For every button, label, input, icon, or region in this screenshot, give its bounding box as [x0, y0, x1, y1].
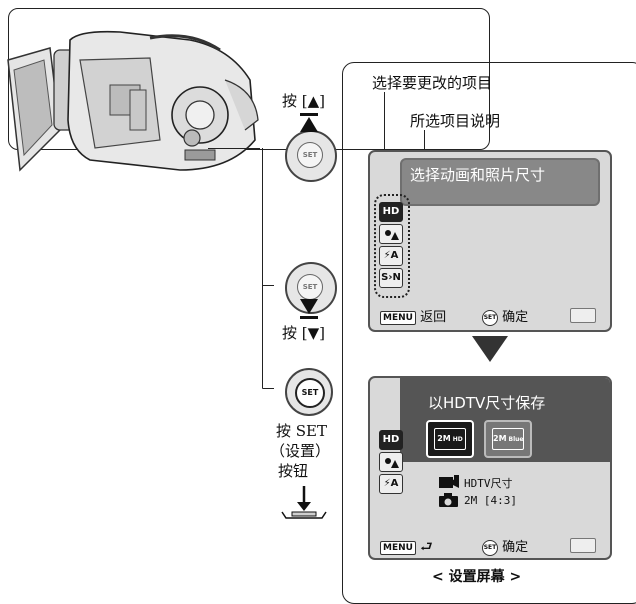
info-hdtv-size: HDTV尺寸	[464, 477, 513, 490]
selection-highlight	[374, 194, 410, 298]
photo-camera-icon	[439, 493, 458, 507]
battery-icon	[570, 308, 596, 323]
ok-hint: SET 确定	[482, 306, 528, 326]
screen-caption: < 设置屏幕 >	[432, 569, 522, 585]
description-box: 选择动画和照片尺寸	[400, 158, 600, 206]
connector-line-h	[208, 148, 260, 149]
description-text: 选择动画和照片尺寸	[410, 166, 546, 184]
connector-tick-2	[262, 388, 274, 389]
press-up-label: 按 [▲]	[282, 92, 326, 110]
connector-tick-1	[262, 285, 274, 286]
press-set-label: 按 SET	[276, 422, 327, 440]
outer-frame	[8, 8, 490, 150]
pointer-line-2	[424, 130, 425, 166]
resolution-hd-icon[interactable]: HD	[379, 202, 403, 222]
menu-key-icon: MENU	[380, 540, 416, 555]
scene-select-icon[interactable]	[379, 224, 403, 244]
press-down-label: 按 [▼]	[282, 324, 326, 342]
ok-label: 确定	[502, 310, 529, 325]
set-button-label: SET	[295, 378, 325, 408]
camera-illustration	[7, 30, 259, 172]
ok-label: 确定	[502, 540, 529, 555]
connector-line-v	[262, 148, 263, 388]
down-arrow-icon	[300, 299, 318, 319]
resolution-hd-icon[interactable]: HD	[379, 430, 403, 450]
info-photo-size: 2M [4:3]	[464, 494, 517, 507]
up-arrow-icon	[300, 113, 318, 132]
back-hint: MENU ⮐	[380, 536, 433, 558]
dial-up[interactable]: SET	[285, 130, 337, 182]
set-key-icon: SET	[482, 539, 498, 556]
return-arrow-icon: ⮐	[420, 539, 433, 555]
flash-auto-icon[interactable]: ⚡A	[379, 246, 403, 266]
button-label: 按钮	[278, 462, 309, 480]
back-label: 返回	[420, 310, 447, 325]
settings-screen-1: 选择动画和照片尺寸 HD ⚡A S›N MENU 返回 SET 确定	[368, 150, 612, 332]
select-item-label: 选择要更改的项目	[372, 74, 493, 92]
scene-select-icon[interactable]	[379, 452, 403, 472]
battery-icon	[570, 538, 596, 553]
settings-paren-label: （设置）	[270, 442, 331, 460]
dial-set[interactable]: SET	[285, 368, 333, 416]
video-camera-icon	[439, 475, 459, 488]
scene-night-icon[interactable]: S›N	[379, 268, 403, 288]
option-title: 以HDTV尺寸保存	[428, 394, 546, 412]
dial-center-label: SET	[297, 142, 323, 168]
title-bar: 以HDTV尺寸保存	[400, 378, 610, 422]
item-desc-label: 所选项目说明	[410, 112, 501, 130]
press-button-icon	[281, 486, 327, 519]
ok-hint: SET 确定	[482, 536, 528, 556]
back-hint: MENU 返回	[380, 306, 446, 325]
set-key-icon: SET	[482, 309, 498, 326]
transition-arrow-icon	[472, 336, 508, 362]
flash-auto-icon[interactable]: ⚡A	[379, 474, 403, 494]
pointer-line-1	[384, 92, 385, 200]
menu-key-icon: MENU	[380, 310, 416, 325]
